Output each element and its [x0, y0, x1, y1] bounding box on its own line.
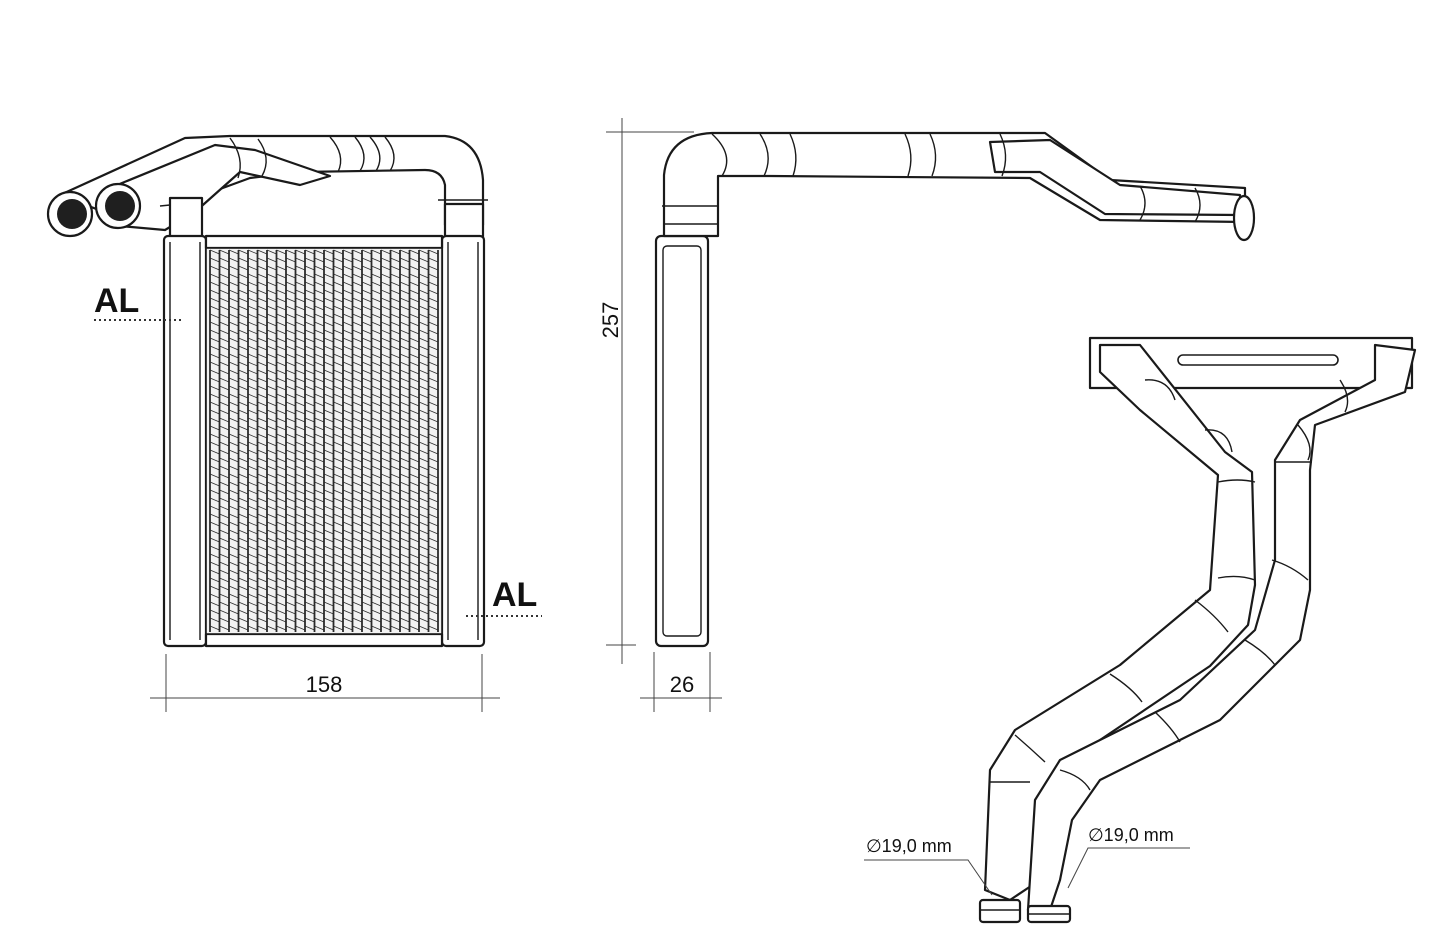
material-label-bottom: AL: [492, 576, 537, 614]
top-view: ∅19,0 mm ∅19,0 mm: [864, 336, 1417, 924]
material-label-top: AL: [94, 282, 139, 320]
front-view: AL AL 158: [46, 134, 542, 712]
top-pipe-right: [1026, 343, 1417, 912]
pipe-diameter-left: ∅19,0 mm: [866, 836, 952, 856]
front-core-fins: [205, 247, 443, 635]
side-pipe-opening: [1232, 194, 1256, 242]
core-fin-pattern: [209, 249, 439, 631]
width-dimension-line: [150, 654, 500, 712]
pipe-diameter-right-leader: [1067, 847, 1190, 889]
front-pipe-bands: [159, 136, 488, 207]
pipe-diameter-right: ∅19,0 mm: [1088, 825, 1174, 845]
side-pipe-bands: [662, 133, 1201, 225]
side-tank: [654, 234, 710, 648]
front-lower-pipe: [103, 143, 332, 232]
depth-dimension: 26: [670, 672, 694, 697]
height-dimension-line: [606, 118, 694, 664]
top-pipe-left: [983, 343, 1257, 902]
side-pipe: [662, 131, 1247, 238]
front-right-support: [443, 202, 485, 240]
pipe-diameter-left-leader: [864, 859, 993, 896]
top-pipe-left-end: [978, 898, 1022, 924]
front-bottom-plate: [204, 632, 444, 648]
top-pipe-bands: [990, 379, 1349, 791]
side-view: 257 26: [598, 118, 1256, 712]
height-dimension: 257: [598, 302, 623, 339]
depth-dimension-line: [640, 652, 722, 712]
front-top-plate: [204, 234, 444, 250]
width-dimension: 158: [306, 672, 343, 697]
front-pipe-openings: [46, 182, 142, 238]
top-header-slot: [1177, 354, 1339, 366]
front-left-support: [168, 196, 204, 240]
